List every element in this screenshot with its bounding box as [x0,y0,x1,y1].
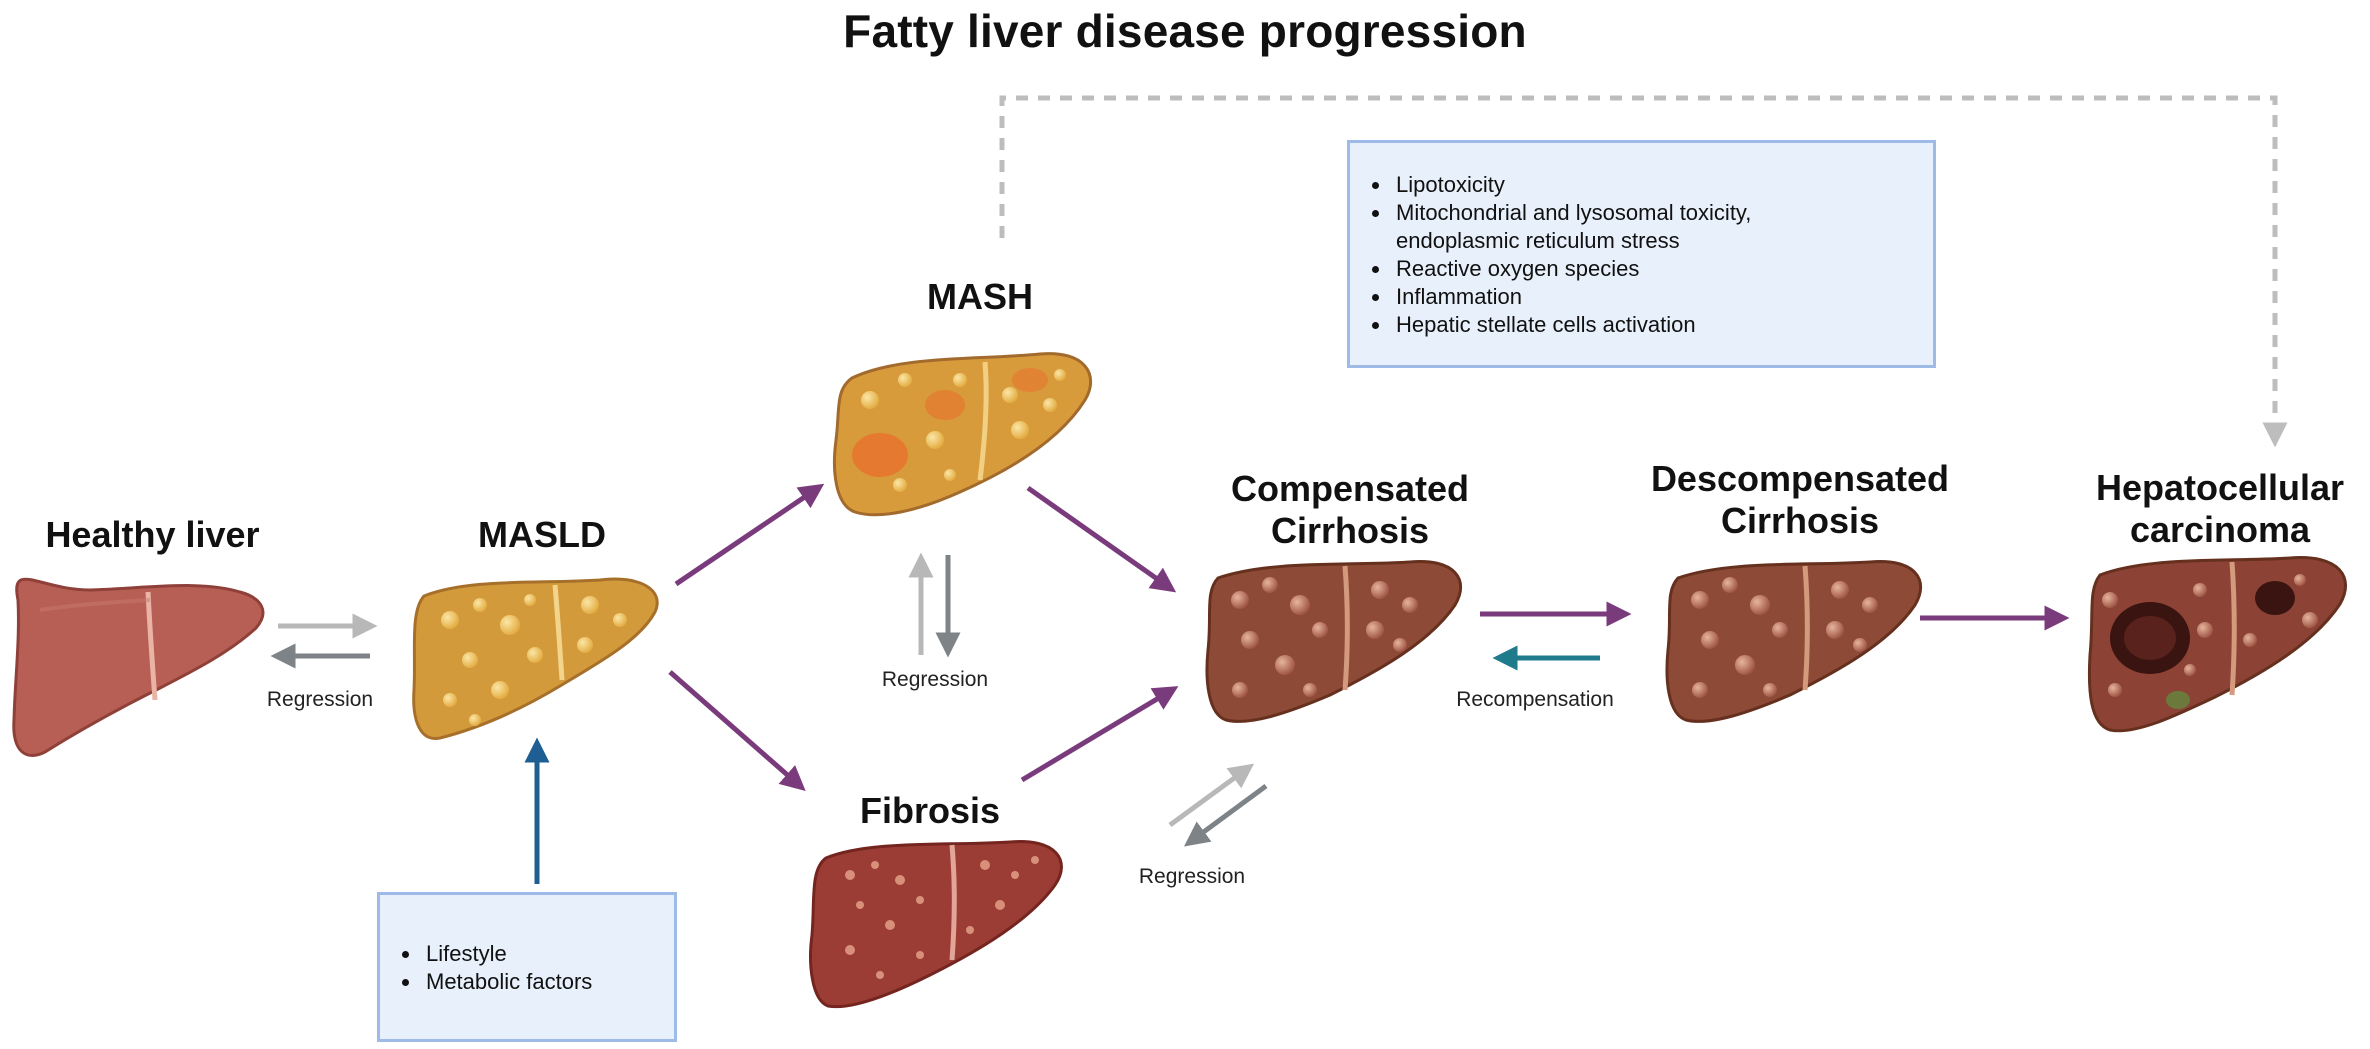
risk-factors-list: Lifestyle Metabolic factors [380,940,674,996]
mechanisms-list: Lipotoxicity Mitochondrial and lysosomal… [1350,171,1933,339]
arrow-fibrosis-to-compensated [1020,686,1179,783]
mechanism-item: Reactive oxygen species [1392,255,1933,283]
label-regression-cirrhosis-fibrosis: Regression [1138,865,1246,888]
label-decompensated-cirrhosis: Descompensated Cirrhosis [1615,458,1985,542]
label-hcc-line1: Hepatocellular [2095,467,2345,508]
mechanism-item: Hepatic stellate cells activation [1392,311,1933,339]
label-mash: MASH [927,276,1033,317]
hcc-liver-image [2087,556,2347,733]
arrow-masld-to-mash [674,483,825,587]
label-hepatocellular-carcinoma: Hepatocellular carcinoma [2070,467,2370,551]
label-healthy-liver: Healthy liver [45,514,260,555]
label-recompensation: Recompensation [1456,688,1614,711]
label-decompensated-line2: Cirrhosis [1720,500,1880,541]
compensated-cirrhosis-liver-image [1205,560,1463,723]
arrow-fibrosis-to-cirrhosis-light [1168,763,1255,828]
mash-liver-image [833,352,1093,517]
mechanisms-box: Lipotoxicity Mitochondrial and lysosomal… [1347,140,1936,368]
mechanism-item: Mitochondrial and lysosomal toxicity,end… [1392,199,1933,255]
mechanism-item: Inflammation [1392,283,1933,311]
risk-factor-item: Lifestyle [422,940,674,968]
fibrosis-liver-image [809,840,1063,1009]
decompensated-cirrhosis-liver-image [1665,560,1923,723]
label-hcc-line2: carcinoma [2129,509,2311,550]
label-compensated-line2: Cirrhosis [1270,510,1430,551]
label-fibrosis: Fibrosis [859,790,1001,831]
arrow-cirrhosis-to-fibrosis-dark [1183,783,1268,847]
label-regression-healthy-masld: Regression [266,688,374,711]
risk-factor-item: Metabolic factors [422,968,674,996]
label-decompensated-line1: Descompensated [1650,458,1950,499]
risk-factors-box: Lifestyle Metabolic factors [377,892,677,1042]
masld-liver-image [412,577,659,740]
label-compensated-cirrhosis: Compensated Cirrhosis [1185,468,1515,552]
arrow-mash-to-compensated [1026,485,1177,593]
arrow-masld-to-fibrosis [668,670,806,791]
mechanism-item: Lipotoxicity [1392,171,1933,199]
healthy-liver-image [12,577,265,757]
mash-to-hcc-dashed-arrow [999,95,2288,448]
label-compensated-line1: Compensated [1230,468,1470,509]
label-regression-mash-fibrosis: Regression [881,668,989,691]
diagram-title: Fatty liver disease progression [843,5,1527,57]
label-masld: MASLD [478,514,606,555]
